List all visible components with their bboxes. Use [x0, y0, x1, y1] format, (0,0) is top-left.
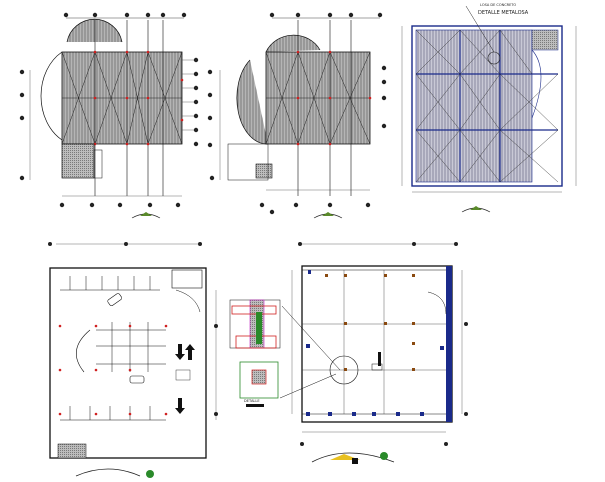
detail-tag: DETALLE [244, 399, 260, 403]
parking-plan [48, 242, 218, 478]
column-detail: DETALLE [229, 299, 341, 407]
foundation-plan [291, 242, 468, 464]
roof-plan-2 [207, 12, 387, 219]
annotation-small: LOSA DE CONCRETO [480, 3, 516, 7]
metal-deck-plan: DETALLE METALOSA LOSA DE CONCRETO [401, 3, 577, 213]
roof-plan-1 [19, 12, 199, 219]
annotation-top: DETALLE METALOSA [478, 10, 529, 16]
